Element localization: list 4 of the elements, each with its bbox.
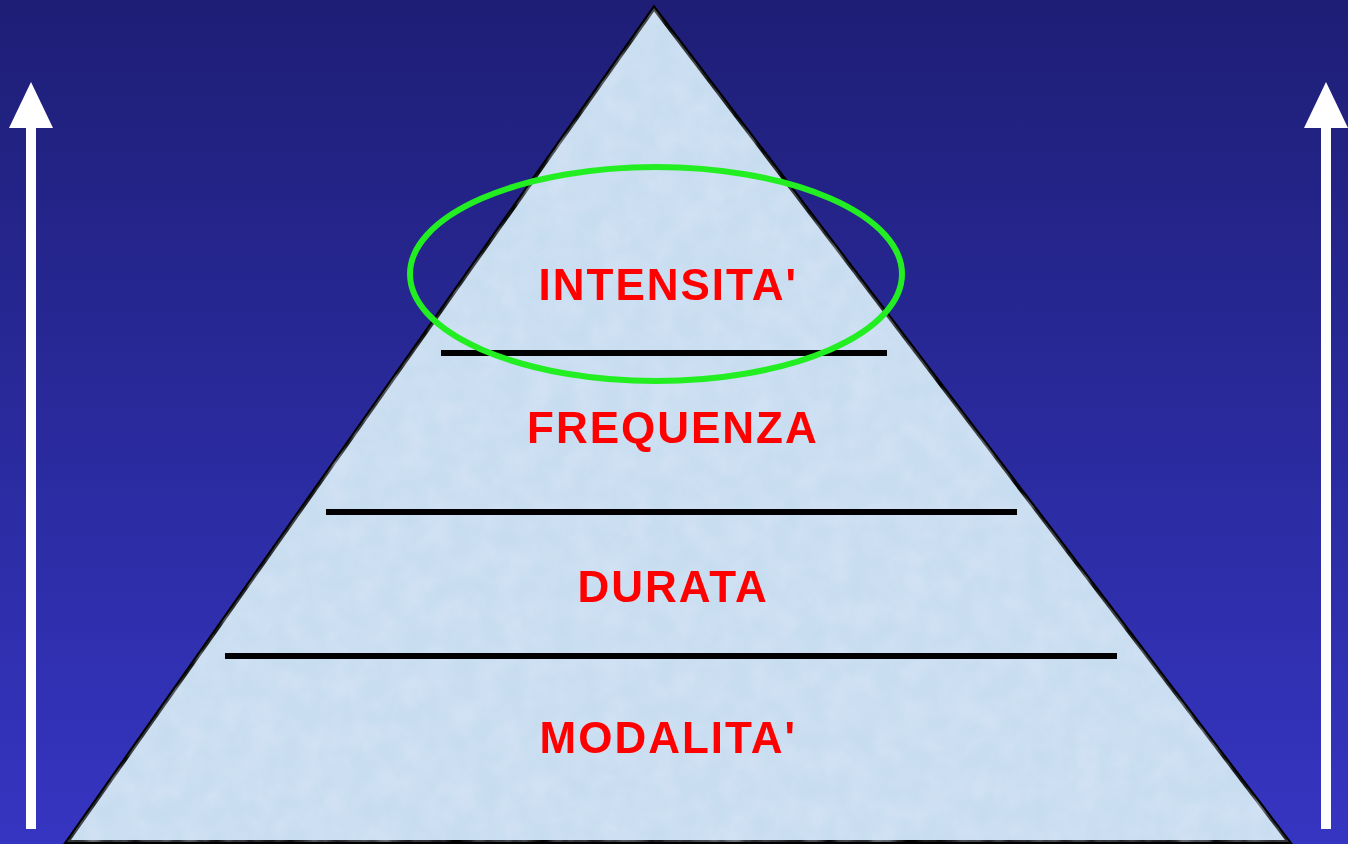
level-label: FREQUENZA xyxy=(527,406,819,450)
level-label: INTENSITA' xyxy=(538,263,798,307)
level-label: DURATA xyxy=(577,565,769,609)
level-label: MODALITA' xyxy=(539,716,797,760)
